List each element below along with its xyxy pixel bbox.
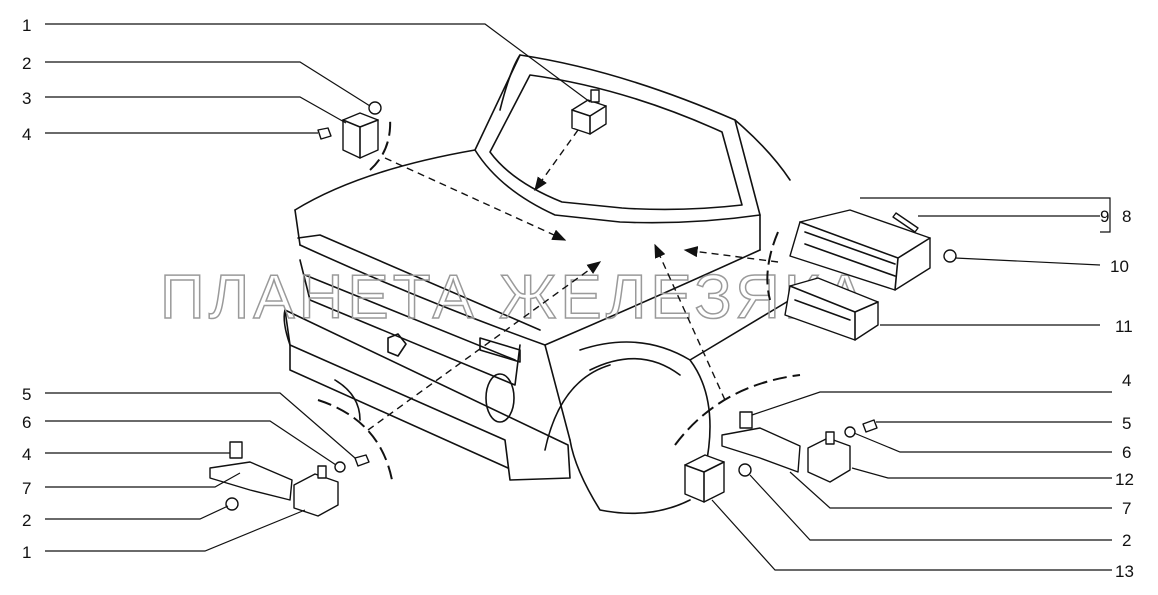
callout-labels-left: 1 2 3 4 5 6 4 7 2 1 [22,16,31,562]
callout-number: 7 [22,479,31,498]
callout-number: 1 [22,16,31,35]
arrow-relay-bottom-right [654,243,726,401]
relay-bottom-right-icon [807,431,851,483]
callout-number: 11 [1115,317,1133,336]
callout-number: 6 [1122,443,1131,462]
leader-lines [45,23,1112,571]
callout-labels-right: 9 8 10 11 4 5 6 12 7 2 13 [1100,207,1134,581]
stud-icon [739,411,753,429]
mount-arc-top-left [369,117,392,171]
washer-icon [844,426,856,438]
mount-arc-fusebox [766,231,779,301]
bolt-icon [317,127,332,140]
arrow-relay-top [534,129,579,192]
relay-bottom-left-icon [293,465,339,517]
callout-number: 8 [1122,207,1131,226]
callout-number: 12 [1115,470,1134,489]
relay-top-icon [571,89,607,135]
control-unit-bottom-icon [684,454,725,503]
nut-icon [738,463,752,477]
watermark-text: ПЛАНЕТА ЖЕЛЕЗЯКА [160,263,869,332]
fuse-box-upper-icon [789,209,931,291]
callout-number: 5 [22,385,31,404]
callout-number: 10 [1110,257,1129,276]
callout-number: 3 [22,89,31,108]
callout-number: 9 [1100,207,1109,226]
fuse-box-lower-icon [784,277,879,341]
stud-icon [229,441,243,459]
mount-arc-bottom-right [674,374,801,446]
mount-arc-bottom-left [317,399,393,481]
callout-number: 4 [22,125,31,144]
arrow-relay-left [384,157,567,241]
bracket-icon [209,461,293,501]
callout-number: 4 [1122,371,1131,390]
bolt-icon [354,454,370,467]
callout-number: 6 [22,413,31,432]
washer-icon [334,461,346,473]
callout-number: 5 [1122,414,1131,433]
arrow-fusebox [683,246,779,263]
control-unit-icon [342,112,379,159]
callout-number: 2 [22,54,31,73]
nut-icon [943,249,957,263]
callout-number: 4 [22,445,31,464]
callout-number: 2 [1122,531,1131,550]
callout-number: 2 [22,511,31,530]
callout-number: 7 [1122,499,1131,518]
bolt-icon [862,419,878,433]
nut-icon [368,101,382,115]
nut-icon [225,497,239,511]
car-body [283,54,791,515]
callout-number: 1 [22,543,31,562]
fuse-icon [892,212,919,233]
callout-number: 13 [1115,562,1134,581]
bracket-icon [721,427,801,473]
